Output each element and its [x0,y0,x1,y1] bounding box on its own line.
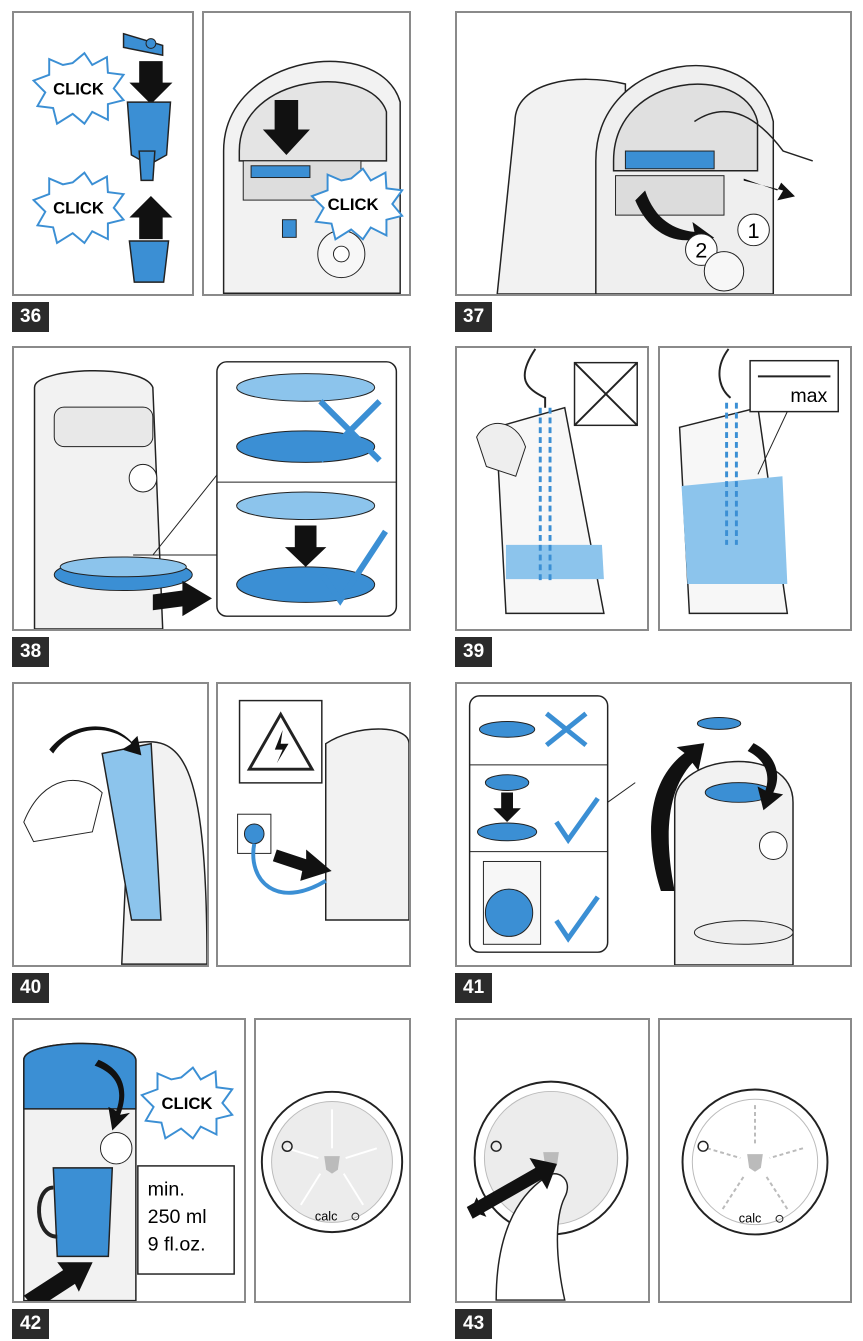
checkmark-icon [319,529,388,606]
rinse-water-tank-illustration [476,348,638,615]
click-burst-icon [140,1066,234,1140]
close-lid-place-cup-illustration: CLICK min. 250 ml 9 fl.oz. [23,1042,235,1301]
step-number-42: 42 [12,1309,50,1339]
max-label: max [790,385,827,407]
brewing-unit-assembly-illustration: CLICK CLICK [31,32,173,283]
panel-41 [455,682,852,967]
descale-indicator-icon [697,1140,709,1152]
click-label: CLICK [328,195,379,214]
click-label: CLICK [53,79,104,98]
step-number-40: 40 [12,973,50,1003]
panel-42a: CLICK min. 250 ml 9 fl.oz. [12,1018,246,1303]
min-label: min. [148,1178,185,1200]
calc-dial-illustration: calc [260,1090,404,1234]
click-burst-icon [31,171,126,245]
click-burst-icon [31,51,126,126]
machine-insert-unit-illustration: CLICK [222,60,404,294]
panel-36b: CLICK [202,11,411,296]
insert-water-tank-illustration [23,726,207,965]
plug-in-power-illustration [237,699,409,921]
panel-40a [12,682,209,967]
cross-icon [544,711,588,748]
step-number-37: 37 [455,302,493,332]
insert-cleaning-disc-illustration [468,695,794,965]
click-label: CLICK [161,1094,212,1113]
step-number-39: 39 [455,637,493,667]
fill-water-tank-illustration: max [678,348,839,615]
press-calc-button-illustration: calc [466,1080,629,1301]
click-label: CLICK [53,199,104,218]
step-number-43: 43 [455,1309,493,1339]
descale-indicator-icon [490,1140,502,1152]
volume-ml-label: 250 ml [148,1206,207,1228]
panel-42b: calc [254,1018,411,1303]
volume-floz-label: 9 fl.oz. [148,1233,206,1255]
panel-39a [455,346,649,631]
calc-dial-flashing-illustration: calc [681,1088,829,1236]
step-number-36: 36 [12,302,50,332]
click-burst-icon [310,167,404,241]
drip-tray-grid-illustration [33,361,398,629]
cross-icon [318,399,382,463]
step-number-41: 41 [455,973,493,1003]
step-number-38: 38 [12,637,50,667]
panel-37: 1 2 [455,11,852,296]
descale-indicator-icon [281,1140,293,1152]
checkmark-icon [554,796,600,845]
panel-43b: calc [658,1018,852,1303]
panel-40b [216,682,411,967]
calc-label: calc [739,1211,762,1226]
panel-43a: calc [455,1018,650,1303]
panel-39b: max [658,346,852,631]
remove-brewing-unit-illustration: 1 2 [496,64,813,294]
checkmark-icon [554,895,600,943]
panel-36a: CLICK CLICK [12,11,194,296]
callout-2-label: 2 [695,238,707,263]
callout-1-label: 1 [748,218,760,243]
panel-38 [12,346,411,631]
calc-label: calc [315,1209,338,1223]
